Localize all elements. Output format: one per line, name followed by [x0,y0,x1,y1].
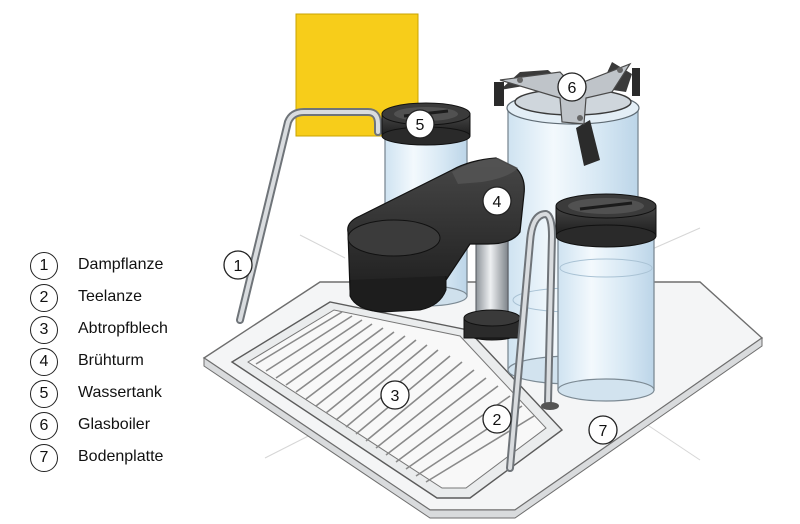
legend-label: Abtropfblech [78,320,168,337]
legend-label: Wassertank [78,384,162,401]
steam-wand [236,108,382,324]
callout-number: 2 [493,412,502,429]
callout-number: 6 [568,80,577,97]
legend-number: 3 [30,316,58,344]
legend-label: Glasboiler [78,416,151,433]
callout-number: 3 [391,388,400,405]
callout-brew-tower: 4 [482,186,512,216]
legend-item: 7 Bodenplatte [30,444,210,476]
front-glass-tank [555,193,657,402]
legend-item: 1 Dampflanze [30,252,210,284]
legend-item: 2 Teelanze [30,284,210,316]
callout-water-tank: 5 [405,109,435,139]
callout-number: 7 [599,423,608,440]
tea-wand [506,210,559,472]
legend-label: Teelanze [78,288,143,305]
callout-number: 5 [416,117,425,134]
callout-steam-wand: 1 [223,250,253,280]
callout-tea-wand: 2 [482,404,512,434]
brew-tower [347,157,525,341]
legend-label: Bodenplatte [78,448,164,465]
callout-drip-tray: 3 [380,380,410,410]
legend-item: 5 Wassertank [30,380,210,412]
legend-number: 4 [30,348,58,376]
legend-item: 3 Abtropfblech [30,316,210,348]
legend-number: 2 [30,284,58,312]
legend: 1 Dampflanze 2 Teelanze 3 Abtropfblech 4… [30,252,210,476]
legend-number: 6 [30,412,58,440]
legend-label: Brühturm [78,352,144,369]
legend-item: 4 Brühturm [30,348,210,380]
callout-number: 4 [493,194,502,211]
callout-base-plate: 7 [588,415,618,445]
legend-number: 5 [30,380,58,408]
callout-glass-boiler: 6 [557,72,587,102]
legend-item: 6 Glasboiler [30,412,210,444]
legend-number: 7 [30,444,58,472]
legend-number: 1 [30,252,58,280]
legend-label: Dampflanze [78,256,164,273]
callout-number: 1 [234,258,243,275]
